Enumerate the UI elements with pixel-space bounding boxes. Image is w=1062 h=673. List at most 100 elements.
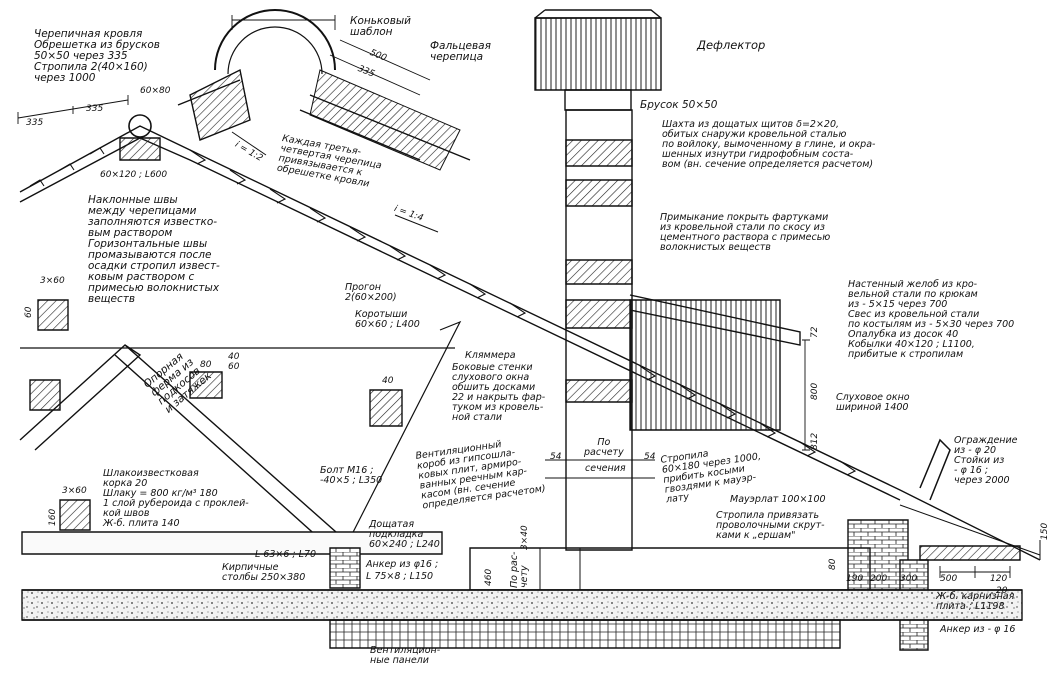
shaft-band-5 xyxy=(566,380,632,402)
dim-20: 20 xyxy=(996,586,1008,596)
ridge-tile xyxy=(129,115,151,137)
label-rafters-tied: Стропила привязать проволочными скрут- к… xyxy=(716,510,825,541)
vent-duct xyxy=(470,548,870,590)
dim-190: 190 xyxy=(846,574,864,584)
shaft-band-3 xyxy=(566,260,632,284)
label-mauerlat: Мауэрлат 100×100 xyxy=(730,494,826,505)
label-by-calc-vert: По рас- чету xyxy=(509,551,530,588)
deflector-top xyxy=(535,10,661,18)
dim-80: 80 xyxy=(828,558,838,570)
label-seam-tile: Фальцевая черепица xyxy=(430,40,491,64)
dormer-wall xyxy=(630,300,780,430)
dim-160: 160 xyxy=(48,508,58,526)
dim-line-500 xyxy=(340,40,430,80)
label-railing: Ограждение из - φ 20 Стойки из - φ 16 ; … xyxy=(954,435,1018,486)
label-short-post: Коротыши 60×60 ; L400 xyxy=(355,309,420,330)
deflector-cap xyxy=(535,18,661,90)
label-board-pad: Дощатая подкладка 60×240 ; L240 xyxy=(369,519,440,550)
shaft-band-4 xyxy=(566,300,632,328)
shaft-band-2 xyxy=(566,180,632,206)
detail-node-center xyxy=(190,372,222,398)
dim-72: 72 xyxy=(810,326,820,338)
label-purlin: Прогон 2(60×200) xyxy=(345,282,397,303)
label-vent-panels: Вентиляцион- ные панели xyxy=(370,645,441,666)
label-brick-posts: Кирпичные столбы 250×380 xyxy=(222,562,306,583)
dim-60b: 60 xyxy=(228,362,240,372)
shaft-section-lines xyxy=(545,460,655,478)
shaft xyxy=(566,110,632,550)
dim-80b: 80 xyxy=(200,360,212,370)
dim-150: 150 xyxy=(1040,522,1050,540)
dim-line-335-left xyxy=(18,95,128,124)
roof-slope-underside xyxy=(20,138,900,500)
ridge-board xyxy=(120,138,160,160)
label-dormer-walls: Боковые стенки слухового окна обшить дос… xyxy=(452,362,546,423)
detail-3x60-top xyxy=(38,300,68,330)
detail-node-right xyxy=(370,390,402,426)
label-shaft: Шахта из дощатых щитов δ=2×20, обитых сн… xyxy=(662,119,876,170)
dormer-dims xyxy=(802,340,810,450)
railing-base xyxy=(900,505,1040,555)
label-slag-crust: Шлакоизвестковая корка 20 Шлаку = 800 кг… xyxy=(103,468,249,529)
dim-60: 60 xyxy=(24,306,34,318)
label-clamp: Кляммера xyxy=(465,350,516,361)
label-deflector: Дефлектор xyxy=(697,38,766,52)
dim-800: 800 xyxy=(810,382,820,400)
label-section: сечения xyxy=(585,463,626,474)
dim-200: 200 xyxy=(870,574,888,584)
vent-panels xyxy=(330,620,840,648)
label-inclined-seams: Наклонные швы между черепицами заполняют… xyxy=(88,194,220,306)
detail-node-left xyxy=(30,380,60,410)
vent-duct-inner xyxy=(540,548,580,590)
deflector-neck xyxy=(565,90,631,110)
dim-line-ridge xyxy=(232,15,335,30)
dim-40: 40 xyxy=(228,352,240,362)
label-by-calc: По расчету xyxy=(584,437,624,458)
dormer-roof xyxy=(630,295,800,345)
dim-812: 812 xyxy=(810,432,820,450)
floor-slab xyxy=(22,590,1022,620)
dim-335b: 335 xyxy=(86,104,104,114)
label-angle-l63: L 63×6 ; L70 xyxy=(255,549,317,560)
tile-row-left xyxy=(30,148,104,186)
label-bar-50x50: Брусок 50×50 xyxy=(640,99,718,111)
brick-post-left xyxy=(330,548,360,588)
dim-500b: 500 xyxy=(940,574,958,584)
ridge-detail-lines xyxy=(178,80,470,160)
railing xyxy=(920,440,950,500)
label-dormer-window: Слуховое окно шириной 1400 xyxy=(836,392,910,413)
dim-40b: 40 xyxy=(382,376,394,386)
eave-dims xyxy=(940,566,1010,578)
dim-60x120: 60×120 ; L600 xyxy=(100,170,168,180)
dim-460: 460 xyxy=(484,568,494,586)
label-anchor-bottom: Анкер из - φ 16 xyxy=(940,624,1016,635)
dim-54a: 54 xyxy=(550,452,562,462)
dim-line-335 xyxy=(330,55,420,95)
dim-54b: 54 xyxy=(644,452,656,462)
dim-335a: 335 xyxy=(26,118,44,128)
dim-3x60-top: 3×60 xyxy=(40,276,65,286)
truss-left-rafter xyxy=(20,345,140,450)
dim-300: 300 xyxy=(900,574,918,584)
slope-arrow-14 xyxy=(395,215,438,232)
eave-slab xyxy=(920,546,1020,560)
label-bolt: Болт М16 ; -40×5 ; L350 xyxy=(320,465,383,486)
truss-post xyxy=(330,322,460,548)
dim-60x80: 60×80 xyxy=(140,86,171,96)
slope-arrow-12 xyxy=(232,132,266,155)
shaft-band-1 xyxy=(566,140,632,166)
ridge-template-arc xyxy=(215,10,335,70)
label-gutter: Настенный желоб из кро- вельной стали по… xyxy=(848,279,1015,360)
label-anchor-16: Анкер из φ16 ; xyxy=(366,559,439,570)
detail-3x60-bottom xyxy=(60,500,90,530)
dim-3x60-bottom: 3×60 xyxy=(62,486,87,496)
ridge-template-arc-inner xyxy=(228,27,322,74)
dim-120: 120 xyxy=(990,574,1008,584)
label-junction: Примыкание покрыть фартуками из кровельн… xyxy=(660,212,831,253)
label-angle-l75: L 75×8 ; L150 xyxy=(366,571,434,582)
ridge-detail-right xyxy=(310,70,460,170)
dim-3x40: 3×40 xyxy=(520,525,530,550)
label-ridge-template: Коньковый шаблон xyxy=(350,15,412,39)
ridge-detail-left xyxy=(190,70,250,140)
